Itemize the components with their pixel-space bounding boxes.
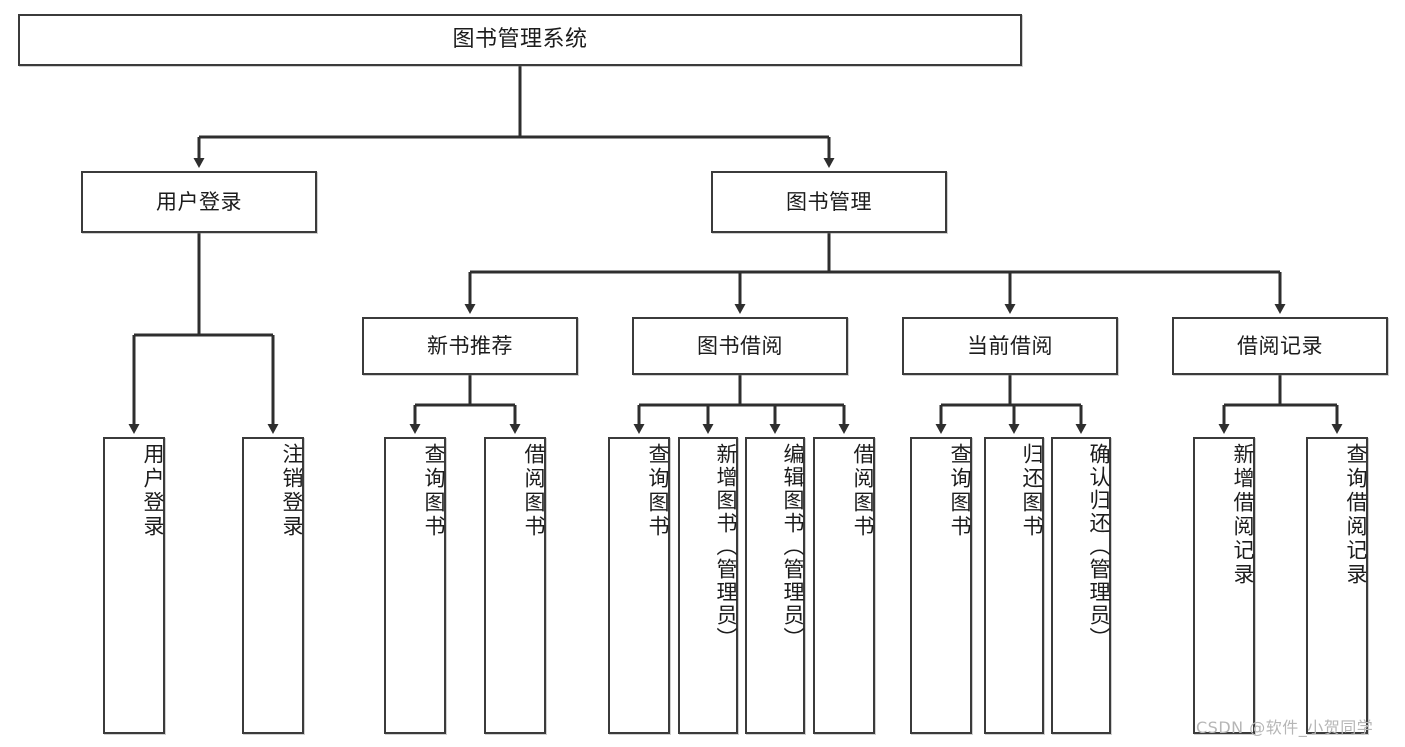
leaf-add-borrow-record-label: 新增借阅记录 [1231,443,1255,587]
leaf-borrow-book[interactable]: 借阅图书 [813,437,875,734]
node-user-login-label: 用户登录 [156,189,242,214]
leaf-query-book-borrow-label: 查询图书 [646,443,670,539]
leaf-query-borrow-record[interactable]: 查询借阅记录 [1306,437,1368,734]
leaf-query-book-recommend-label: 查询图书 [422,443,446,539]
leaf-return-book-label: 归还图书 [1020,443,1044,539]
leaf-query-book-recommend[interactable]: 查询图书 [384,437,446,734]
leaf-user-login-label: 用户登录 [141,443,165,539]
node-current-borrow[interactable]: 当前借阅 [902,317,1118,375]
csdn-watermark: CSDN @软件_小贺同学 [1196,718,1374,737]
leaf-return-book[interactable]: 归还图书 [984,437,1044,734]
leaf-query-book-current-label: 查询图书 [948,443,972,539]
leaf-borrow-book-recommend[interactable]: 借阅图书 [484,437,546,734]
node-root-label: 图书管理系统 [452,27,588,53]
leaf-add-book-label: 新增图书（管理员） [714,443,738,650]
node-book-borrow-label: 图书借阅 [697,333,783,358]
leaf-query-book-borrow[interactable]: 查询图书 [608,437,670,734]
node-user-login[interactable]: 用户登录 [81,171,317,233]
leaf-user-logout-label: 注销登录 [280,443,304,539]
node-book-management[interactable]: 图书管理 [711,171,947,233]
leaf-add-book[interactable]: 新增图书（管理员） [678,437,738,734]
leaf-user-logout[interactable]: 注销登录 [242,437,304,734]
leaf-query-book-current[interactable]: 查询图书 [910,437,972,734]
node-new-book-recommend[interactable]: 新书推荐 [362,317,578,375]
leaf-confirm-return-label: 确认归还（管理员） [1087,443,1111,650]
node-book-borrow[interactable]: 图书借阅 [632,317,848,375]
node-book-management-label: 图书管理 [786,189,872,214]
node-borrow-record[interactable]: 借阅记录 [1172,317,1388,375]
leaf-user-login[interactable]: 用户登录 [103,437,165,734]
leaf-confirm-return[interactable]: 确认归还（管理员） [1051,437,1111,734]
node-borrow-record-label: 借阅记录 [1237,333,1323,358]
node-new-book-recommend-label: 新书推荐 [427,333,513,358]
leaf-add-borrow-record[interactable]: 新增借阅记录 [1193,437,1255,734]
leaf-edit-book[interactable]: 编辑图书（管理员） [745,437,805,734]
leaf-borrow-book-label: 借阅图书 [851,443,875,539]
leaf-query-borrow-record-label: 查询借阅记录 [1344,443,1368,587]
leaf-edit-book-label: 编辑图书（管理员） [781,443,805,650]
leaf-borrow-book-recommend-label: 借阅图书 [522,443,546,539]
node-current-borrow-label: 当前借阅 [967,333,1053,358]
node-root[interactable]: 图书管理系统 [18,14,1022,66]
